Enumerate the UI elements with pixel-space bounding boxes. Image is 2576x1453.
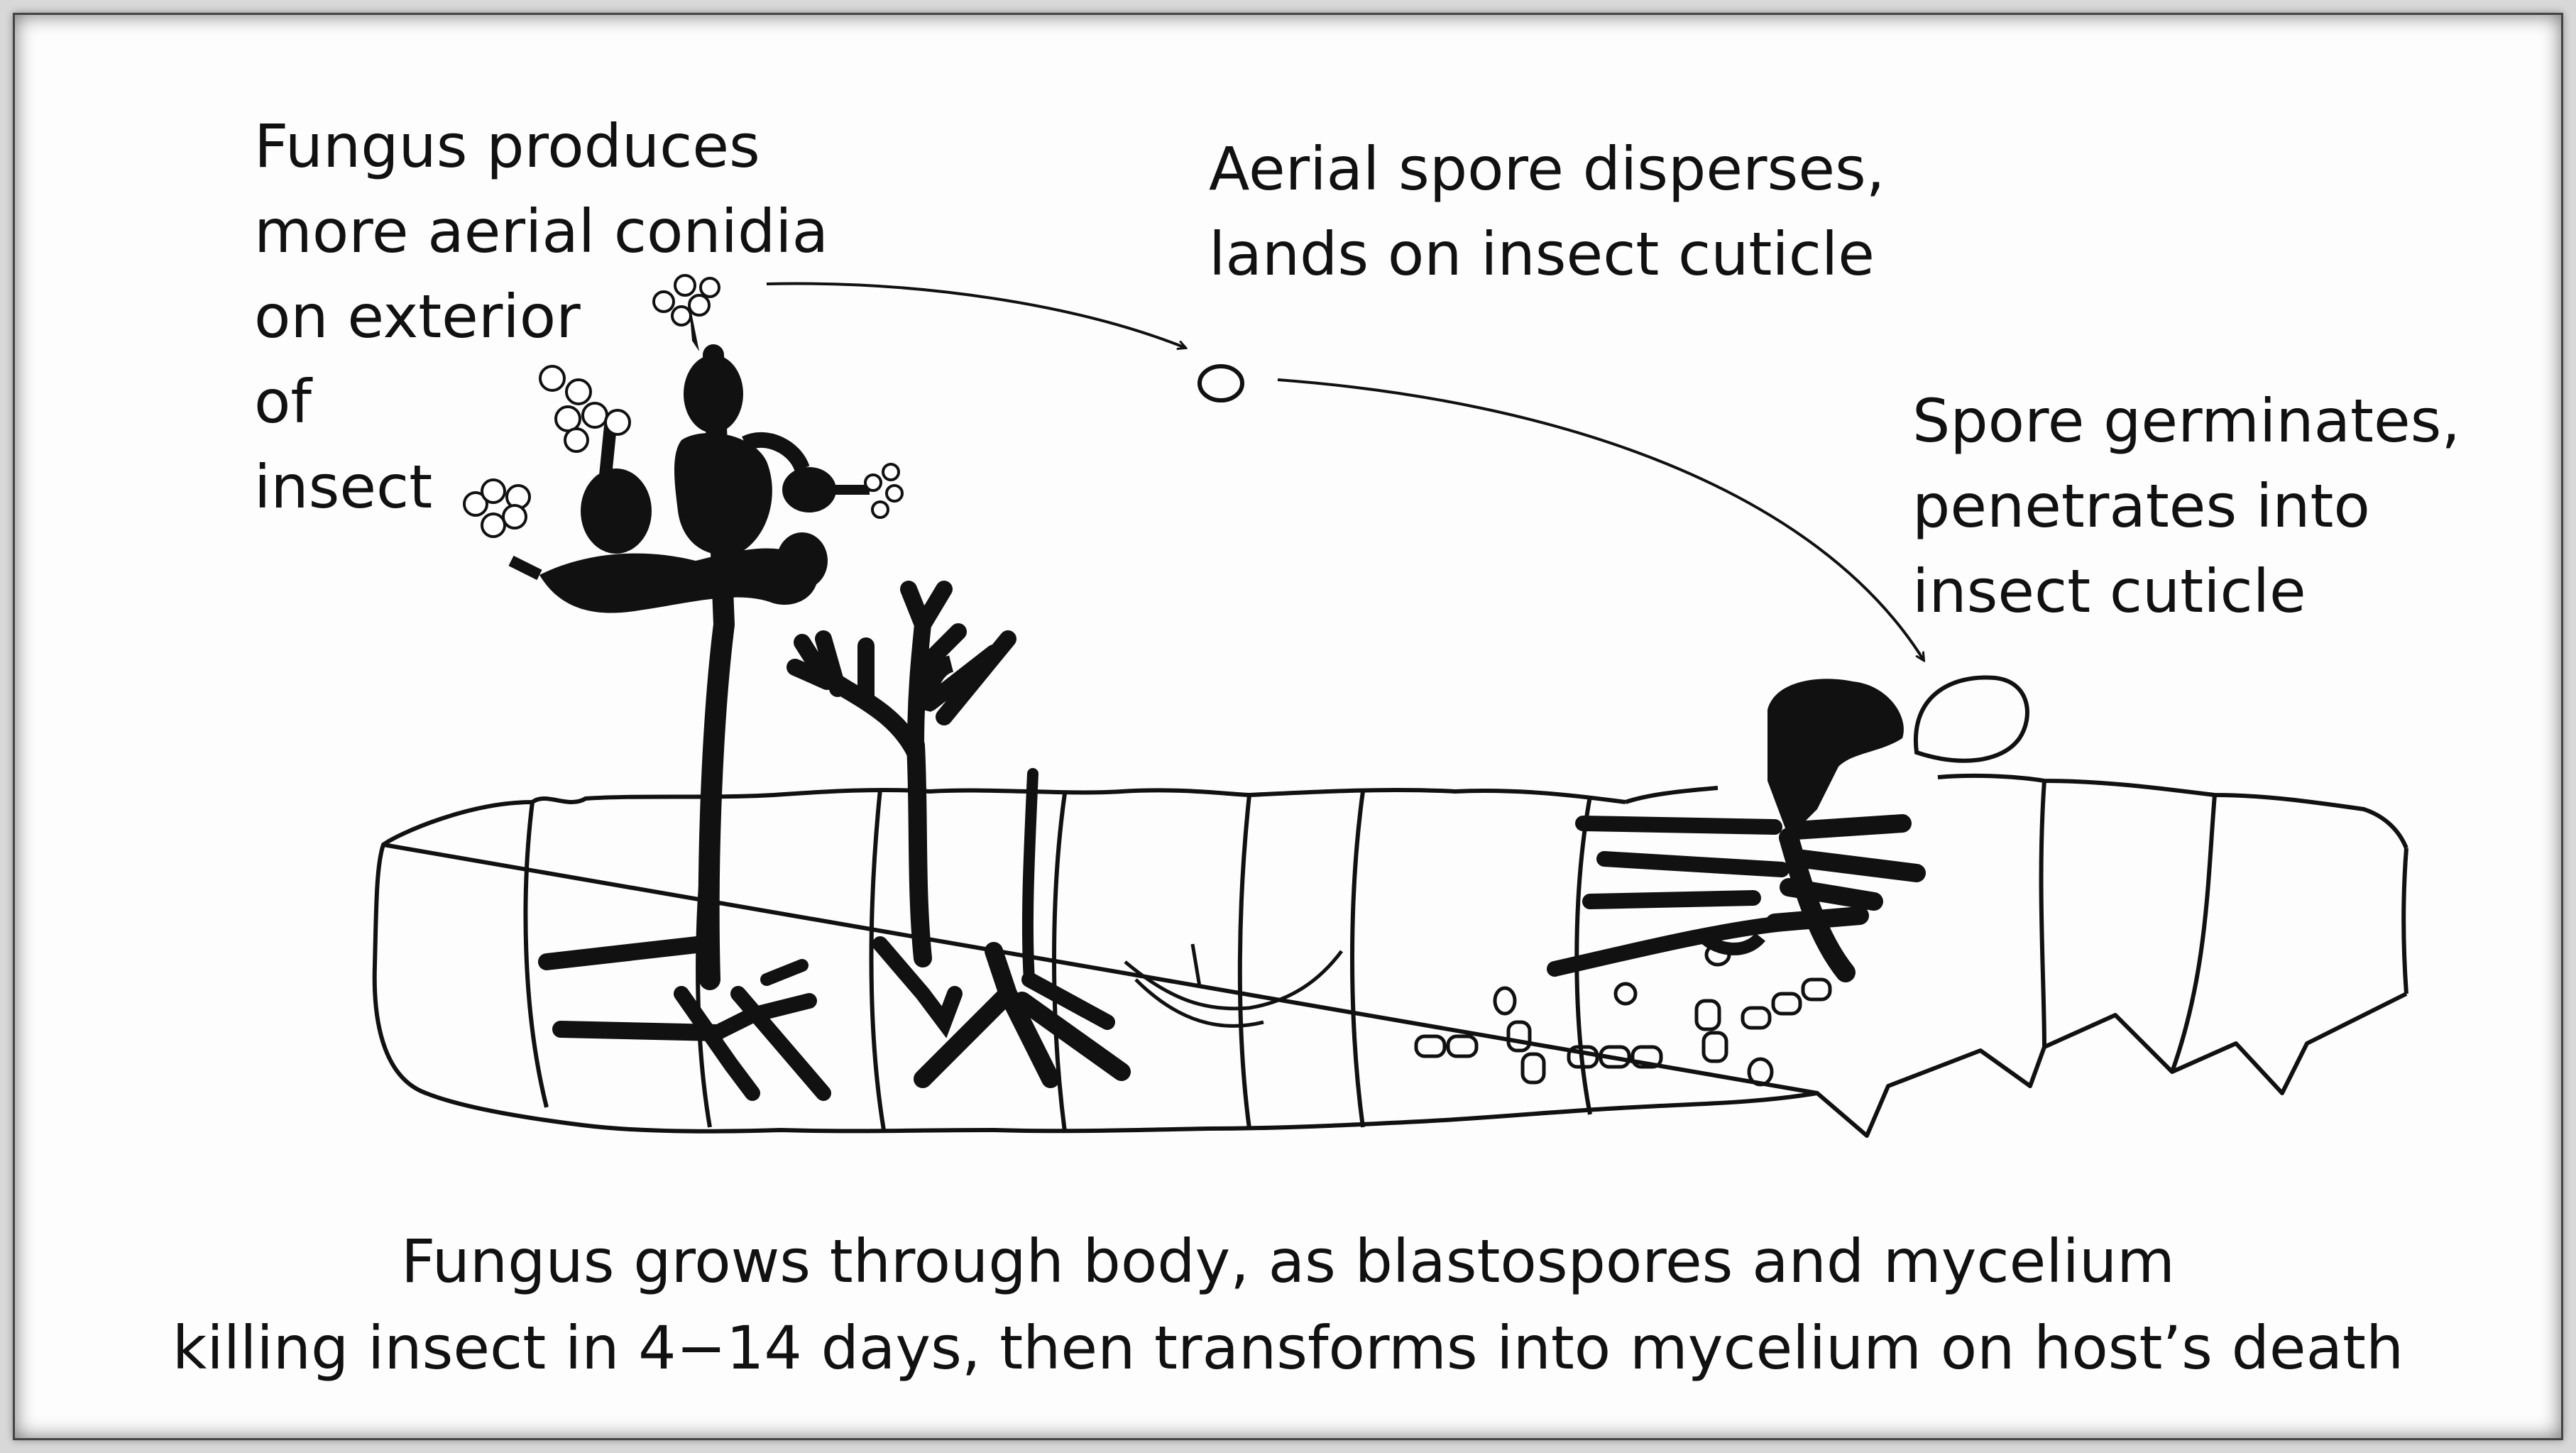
mycelium — [538, 936, 1131, 1101]
insect-body — [372, 773, 2408, 1138]
caption-line-2: killing insect in 4−14 days, then transf… — [172, 1313, 2404, 1383]
arrow-to-spore — [766, 282, 1185, 348]
aerial-spore — [1197, 364, 1244, 402]
arrow-to-cuticle — [1277, 378, 1924, 660]
conidia-clusters — [463, 274, 904, 538]
caption-line-1: Fungus grows through body, as blastospor… — [400, 1227, 2176, 1296]
blastospores — [1124, 943, 1832, 1087]
image-frame — [13, 13, 2563, 1440]
label-aerial-conidia: Fungus produces more aerial conidia on e… — [254, 111, 829, 522]
label-spore-germinates: Spore germinates, penetrates into insect… — [1912, 386, 2461, 626]
label-spore-disperses: Aerial spore disperses, lands on insect … — [1209, 134, 1885, 289]
conidiophores — [508, 298, 1038, 990]
germinating-spore — [1547, 675, 2029, 982]
